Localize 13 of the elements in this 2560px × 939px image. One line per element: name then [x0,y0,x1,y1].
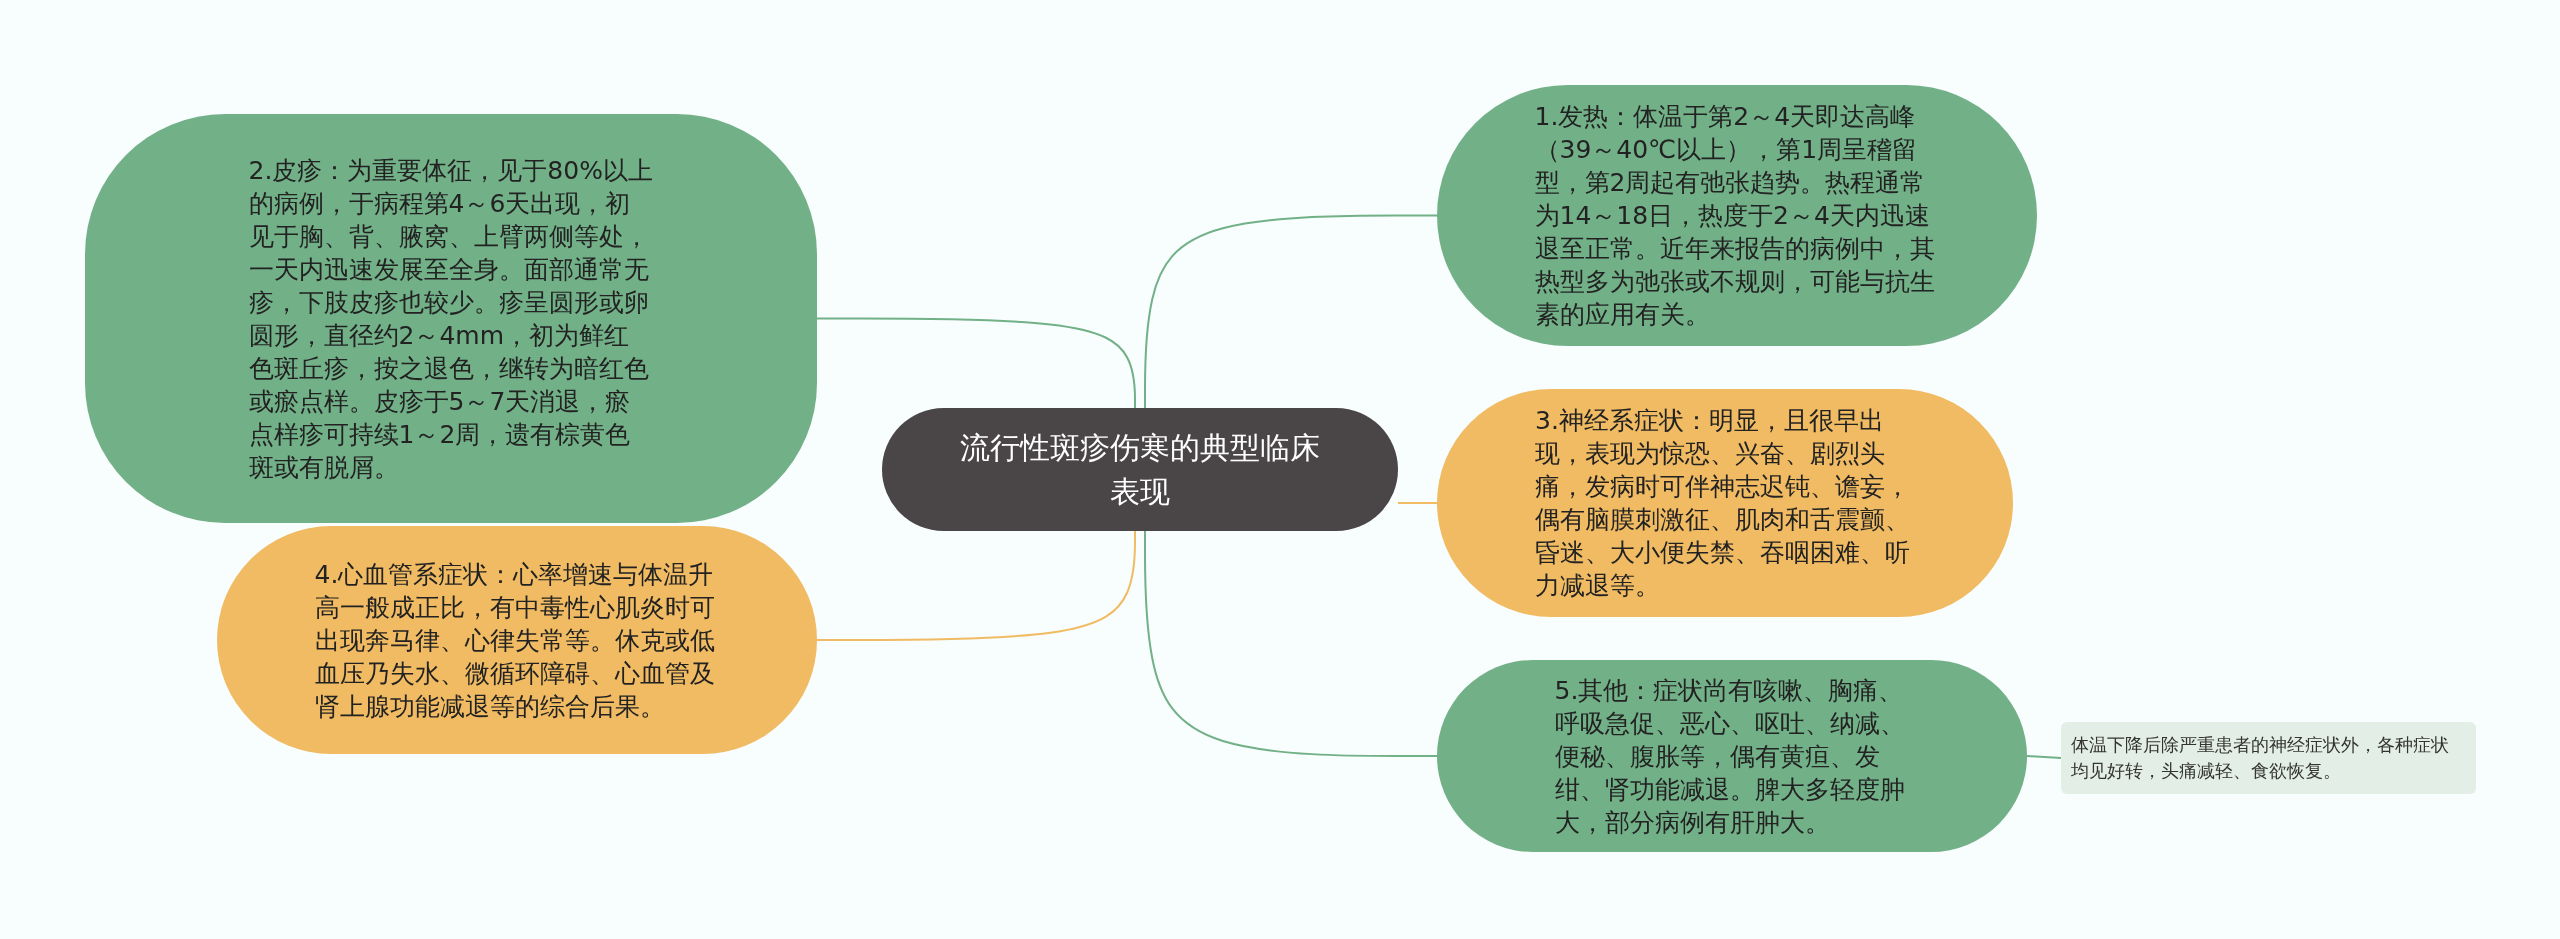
note-node [2061,722,2476,794]
topic-text: 2.皮疹：为重要体征，见于80%以上的病例，于病程第4～6天出现，初见于胸、背、腋窝、上臂两侧等处，一天内迅速发展至全身。面部通常无疹，下肢皮疹也较少。疹呈圆形或卵圆形，直径约2～4mm，初为鲜红色斑丘疹，按之退色，继转为暗红色或瘀点样。皮疹于5～7天消退，瘀点样疹可持续1～2周，遗有棕黄色斑或有脱屑。 [248,154,654,484]
topic-text: 3.神经系症状：明显，且很早出现，表现为惊恐、兴奋、剧烈头痛，发病时可伴神志迟钝、谵妄，偶有脑膜刺激征、肌肉和舌震颤、昏迷、大小便失禁、吞咽困难、听力减退等。 [1535,405,1911,602]
topic-text: 1.发热：体温于第2～4天即达高峰（39～40℃以上），第1周呈稽留型，第2周起有弛张趋势。热程通常为14～18日，热度于2～4天内迅速退至正常。近年来报告的病例中，其热型多为弛张或不规则，可能与抗生素的应用有关。 [1534,101,1936,331]
topic-text: 5.其他：症状尚有咳嗽、胸痛、呼吸急促、恶心、呕吐、纳减、便秘、腹胀等，偶有黄疸、发绀、肾功能减退。脾大多轻度肿大，部分病例有肝肿大。 [1554,674,1906,839]
connector-line [816,317,1136,409]
connector-line [2026,755,2062,759]
connector-line [1397,502,1438,504]
topic-text: 体温下降后除严重患者的神经症状外，各种症状均见好转，头痛减轻、食欲恢复。 [2071,733,2450,783]
topic-text: 4.心血管系症状：心率增速与体温升高一般成正比，有中毒性心肌炎时可出现奔马律、心律失常等。休克或低血压乃失水、微循环障碍、心血管及肾上腺功能减退等的综合后果。 [314,558,716,723]
connector-line [816,530,1136,641]
topic-text: 流行性斑疹伤寒的典型临床表现 [959,428,1321,511]
connector-line [1144,214,1438,409]
